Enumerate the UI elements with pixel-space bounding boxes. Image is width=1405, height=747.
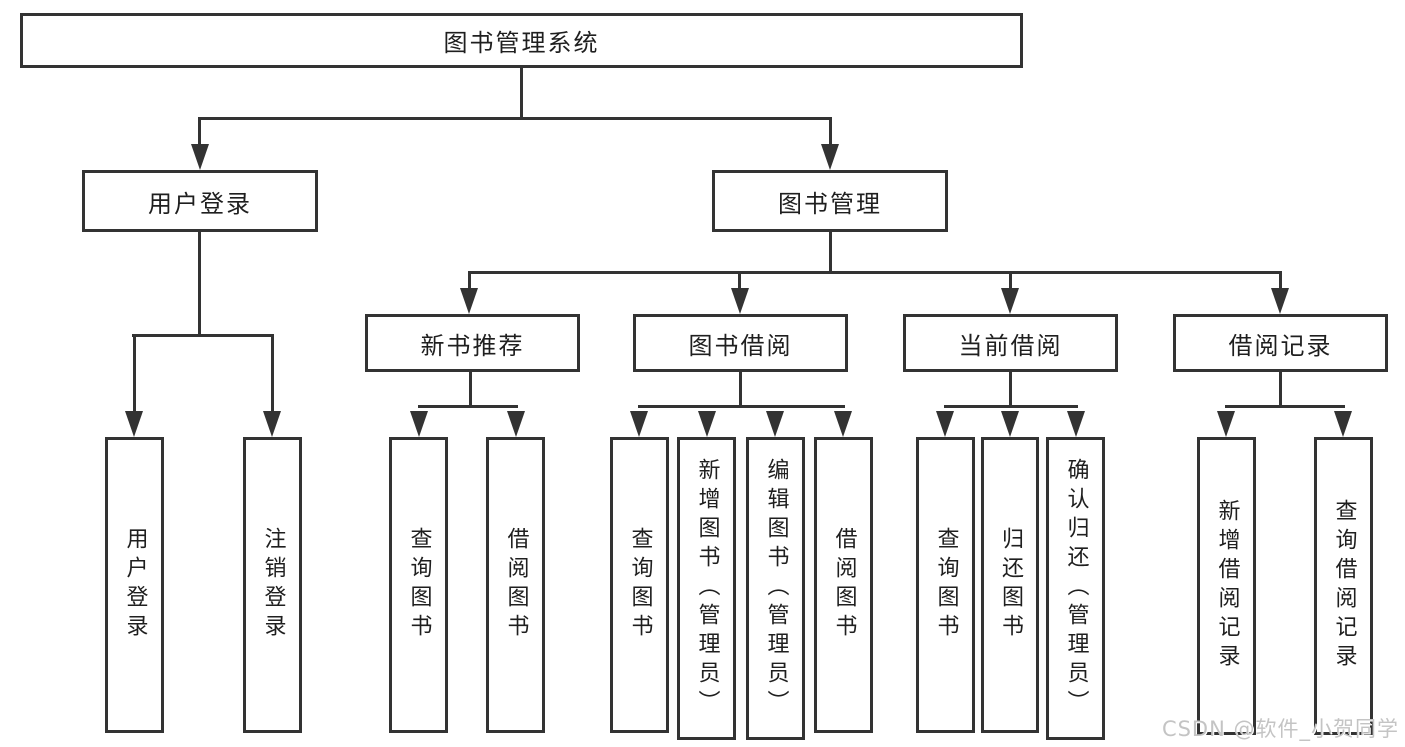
- node-library-system: 图书管理系统: [20, 13, 1023, 68]
- arrow-borrow-leaf4: [834, 411, 852, 437]
- node-book-borrow-label: 图书借阅: [688, 331, 793, 360]
- connector-borrow-drop: [739, 372, 742, 408]
- leaf-user-login: 用户登录: [105, 437, 164, 733]
- connector-current-stub: [1009, 271, 1012, 292]
- connector-current-drop: [1009, 372, 1012, 408]
- leaf-borrow-borrow-books-label: 借阅图书: [831, 527, 857, 643]
- arrow-records-leaf2: [1334, 411, 1352, 437]
- leaf-borrow-query-books-label: 查询图书: [627, 527, 653, 643]
- arrow-newbook-leaf1: [410, 411, 428, 437]
- arrow-to-book-borrow: [731, 288, 749, 314]
- leaf-borrow-edit-books-admin-label: 编辑图书（管理员）: [763, 458, 789, 719]
- arrow-borrow-leaf2: [698, 411, 716, 437]
- leaf-logout: 注销登录: [243, 437, 302, 733]
- connector-userlogin-leaf1-stub: [133, 334, 136, 414]
- node-user-login-label: 用户登录: [148, 189, 252, 218]
- arrow-borrow-leaf3: [766, 411, 784, 437]
- node-book-borrow: 图书借阅: [633, 314, 848, 372]
- connector-level3-hline: [468, 271, 1281, 274]
- leaf-records-add-record: 新增借阅记录: [1197, 437, 1256, 735]
- node-book-management-label: 图书管理: [778, 189, 882, 218]
- arrow-to-current-borrow: [1001, 288, 1019, 314]
- connector-root-drop: [520, 68, 523, 118]
- arrow-records-leaf1: [1217, 411, 1235, 437]
- leaf-current-return-books: 归还图书: [981, 437, 1039, 733]
- arrow-borrow-leaf1: [630, 411, 648, 437]
- leaf-current-confirm-return-admin: 确认归还（管理员）: [1046, 437, 1105, 740]
- leaf-borrow-query-books: 查询图书: [610, 437, 669, 733]
- node-library-system-label: 图书管理系统: [443, 29, 600, 57]
- connector-newbook-drop: [469, 372, 472, 408]
- leaf-newbook-query-books: 查询图书: [389, 437, 448, 733]
- leaf-newbook-query-books-label: 查询图书: [406, 527, 432, 643]
- connector-userlogin-hline: [132, 334, 274, 337]
- arrow-current-leaf3: [1067, 411, 1085, 437]
- leaf-current-confirm-return-admin-label: 确认归还（管理员）: [1063, 458, 1089, 719]
- node-user-login: 用户登录: [82, 170, 318, 232]
- connector-newbook-hline: [418, 405, 518, 408]
- leaf-borrow-add-books-admin-label: 新增图书（管理员）: [694, 458, 720, 719]
- connector-bookmgmt-stub: [829, 117, 832, 148]
- connector-borrow-stub: [738, 271, 741, 292]
- leaf-newbook-borrow-books-label: 借阅图书: [503, 527, 529, 643]
- leaf-borrow-borrow-books: 借阅图书: [814, 437, 873, 733]
- leaf-current-return-books-label: 归还图书: [998, 527, 1023, 643]
- node-new-book-recommend-label: 新书推荐: [420, 331, 525, 360]
- arrow-to-leaf-user-login: [125, 411, 143, 437]
- connector-borrow-hline: [638, 405, 845, 408]
- leaf-borrow-add-books-admin: 新增图书（管理员）: [677, 437, 736, 740]
- node-current-borrow: 当前借阅: [903, 314, 1118, 372]
- arrow-to-new-book-recommend: [460, 288, 478, 314]
- connector-records-stub: [1279, 271, 1282, 292]
- leaf-records-query-record-label: 查询借阅记录: [1331, 499, 1357, 673]
- connector-records-hline: [1225, 405, 1345, 408]
- connector-userlogin-leaf2-stub: [271, 334, 274, 414]
- connector-level2-hline: [198, 117, 832, 120]
- node-current-borrow-label: 当前借阅: [958, 331, 1063, 360]
- arrow-current-leaf1: [936, 411, 954, 437]
- connector-userlogin-drop: [198, 231, 201, 336]
- csdn-watermark: CSDN @软件_小贺同学: [1161, 717, 1399, 741]
- node-new-book-recommend: 新书推荐: [365, 314, 580, 372]
- arrow-to-borrow-records: [1271, 288, 1289, 314]
- connector-newbook-stub: [468, 271, 471, 292]
- node-borrow-records: 借阅记录: [1173, 314, 1388, 372]
- arrow-to-book-management: [821, 144, 839, 170]
- leaf-current-query-books: 查询图书: [916, 437, 975, 733]
- connector-userlogin-stub: [198, 117, 201, 148]
- connector-bookmgmt-drop: [829, 231, 832, 273]
- arrow-newbook-leaf2: [507, 411, 525, 437]
- node-book-management: 图书管理: [712, 170, 948, 232]
- leaf-records-query-record: 查询借阅记录: [1314, 437, 1373, 735]
- connector-records-drop: [1279, 372, 1282, 408]
- leaf-current-query-books-label: 查询图书: [933, 527, 959, 643]
- connector-current-hline: [944, 405, 1078, 408]
- leaf-user-login-label: 用户登录: [122, 527, 148, 643]
- node-borrow-records-label: 借阅记录: [1228, 331, 1333, 360]
- arrow-to-leaf-logout: [263, 411, 281, 437]
- leaf-borrow-edit-books-admin: 编辑图书（管理员）: [746, 437, 805, 740]
- arrow-to-user-login: [191, 144, 209, 170]
- leaf-records-add-record-label: 新增借阅记录: [1214, 499, 1240, 673]
- arrow-current-leaf2: [1001, 411, 1019, 437]
- leaf-newbook-borrow-books: 借阅图书: [486, 437, 545, 733]
- leaf-logout-label: 注销登录: [260, 527, 286, 643]
